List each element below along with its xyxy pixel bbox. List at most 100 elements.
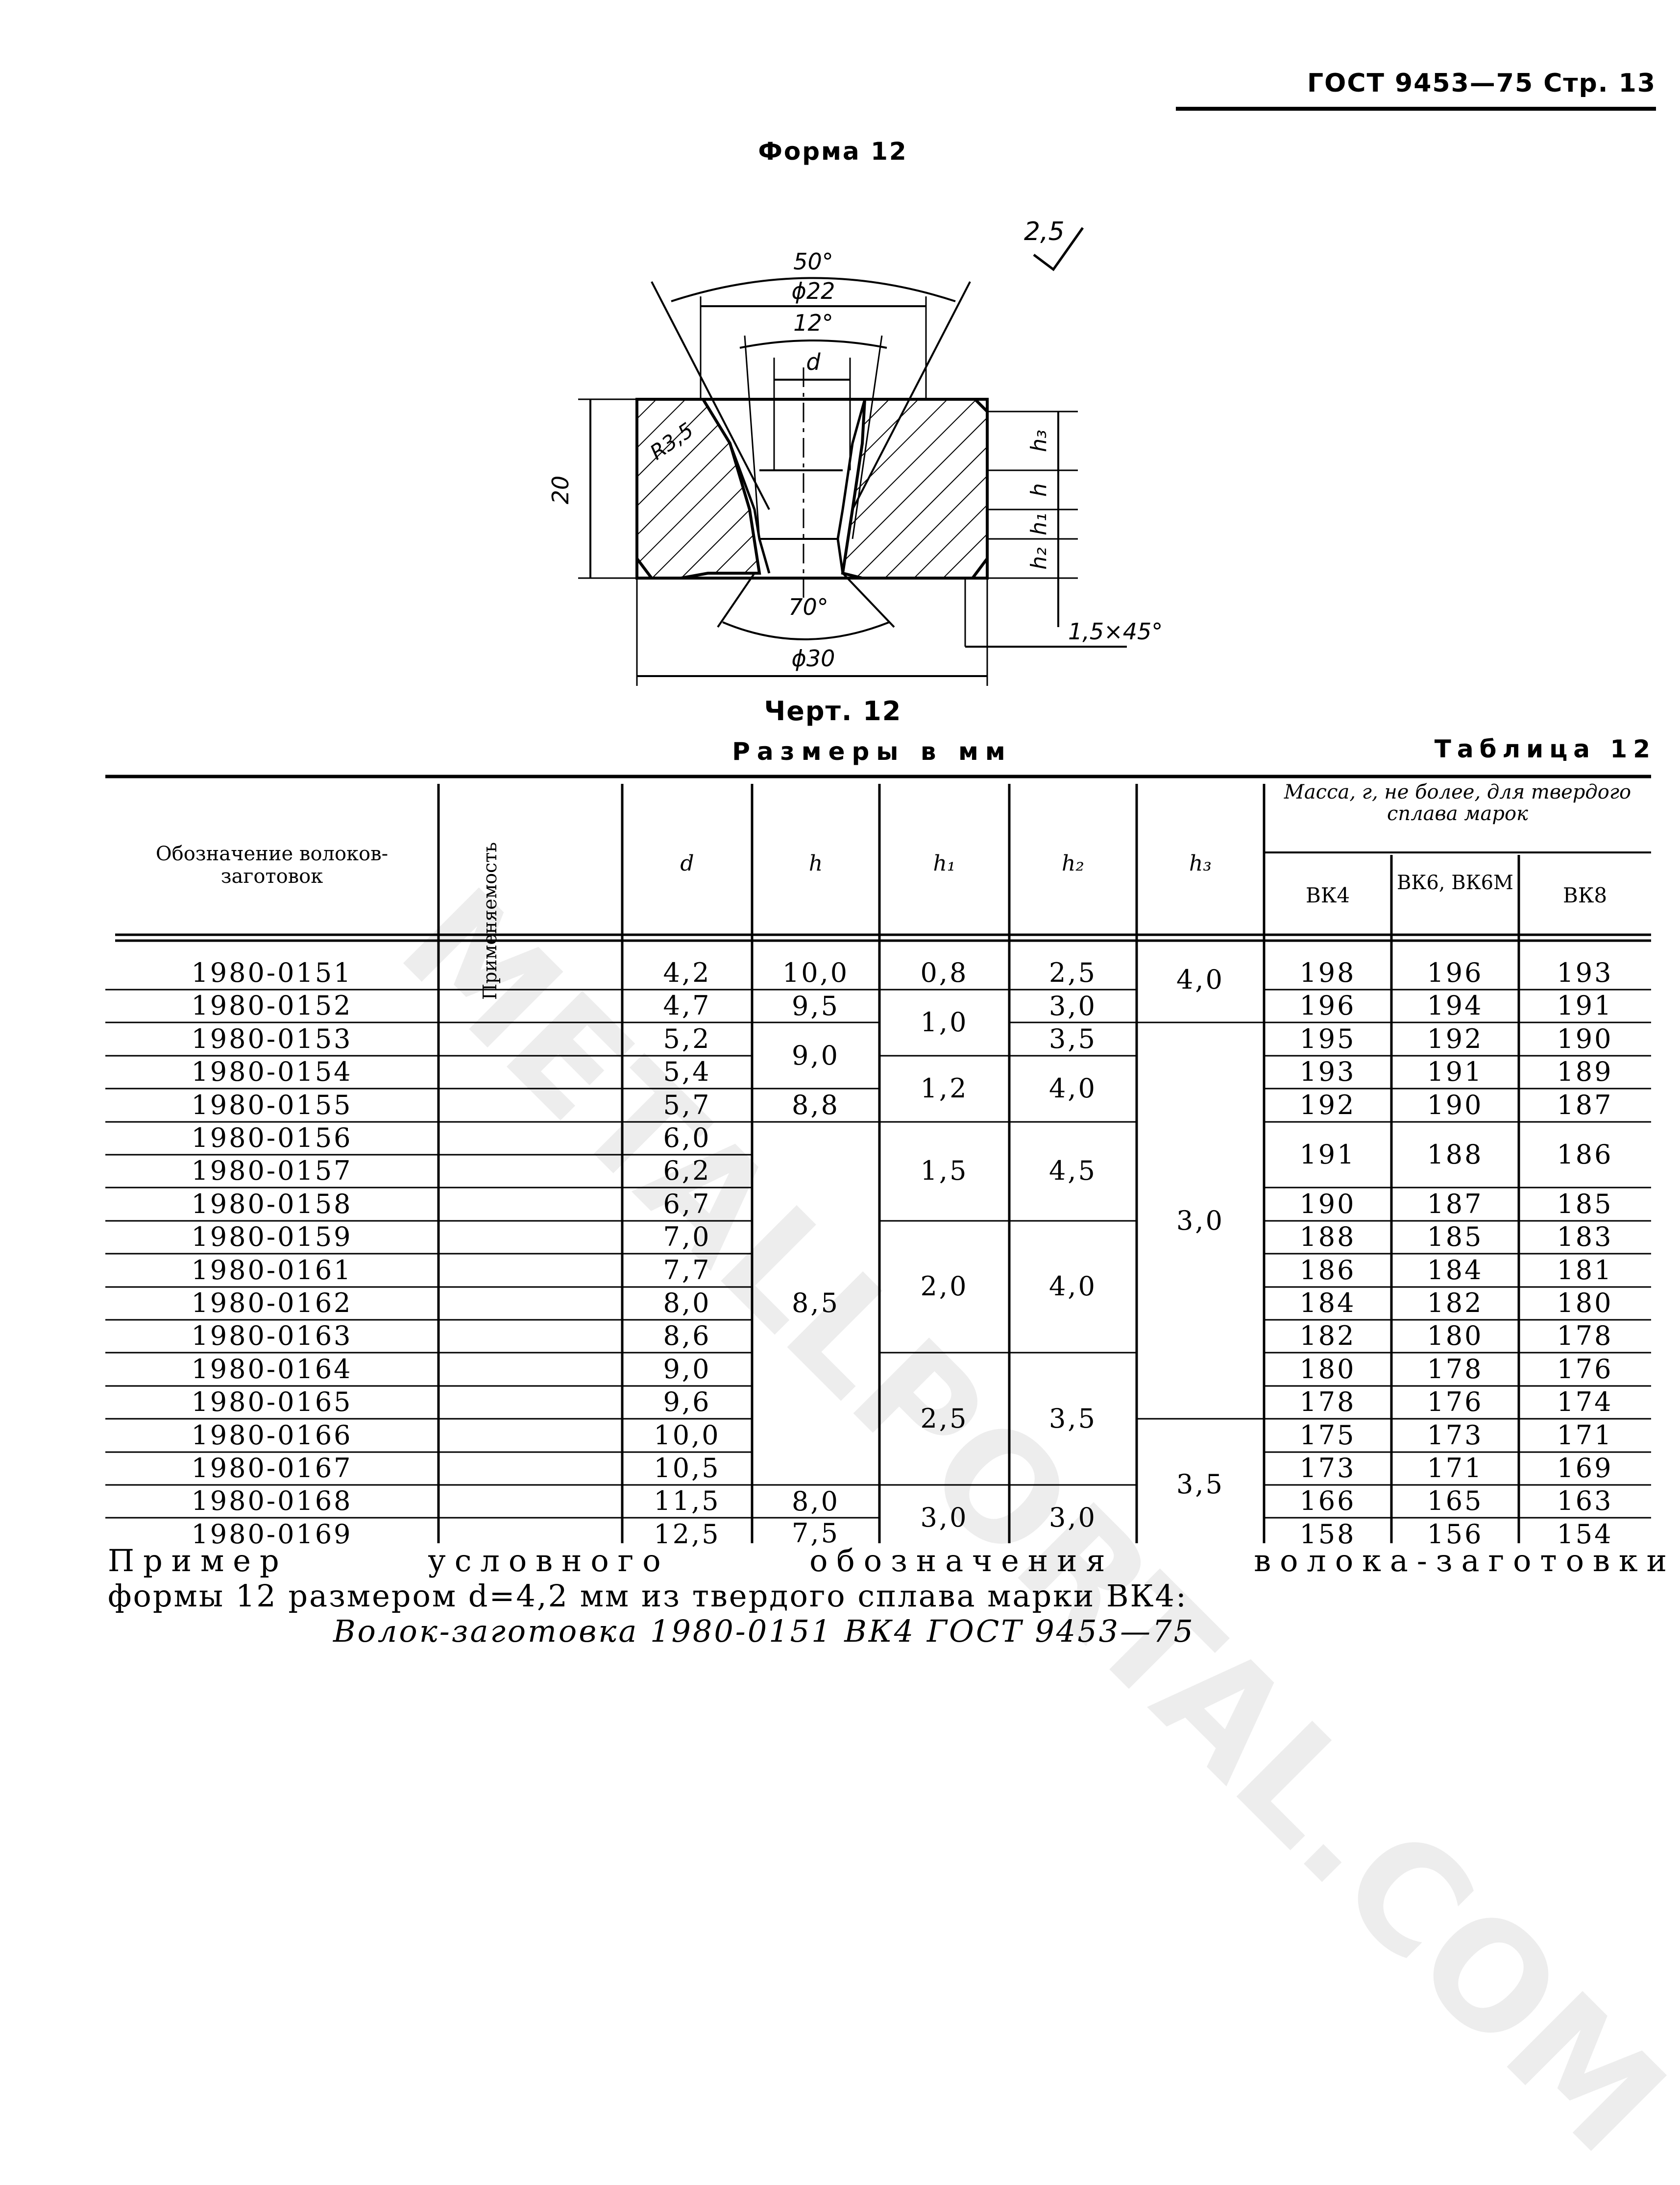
mass-vk4-cell: 196 bbox=[1299, 990, 1356, 1021]
mass-vk8-cell: 176 bbox=[1557, 1353, 1613, 1384]
mass-vk8-cell: 189 bbox=[1557, 1056, 1613, 1088]
h-cell: 7,5 bbox=[792, 1518, 840, 1549]
d-cell: 10,0 bbox=[654, 1419, 721, 1451]
mass-vk6-cell: 187 bbox=[1427, 1188, 1484, 1219]
h-cell: 8,8 bbox=[792, 1090, 840, 1120]
h-label: h bbox=[1026, 483, 1051, 497]
mass-vk6-cell: 188 bbox=[1427, 1139, 1484, 1170]
d-cell: 4,2 bbox=[663, 957, 711, 988]
col-mass: Масса, г, не более, для твердого сплава … bbox=[1284, 781, 1631, 825]
mass-vk6-cell: 191 bbox=[1427, 1056, 1484, 1088]
h-cell: 9,5 bbox=[792, 991, 840, 1021]
mass-vk8-cell: 186 bbox=[1557, 1139, 1613, 1170]
d-cell: 9,6 bbox=[663, 1386, 711, 1418]
mass-vk8-cell: 185 bbox=[1557, 1188, 1613, 1219]
h-cell: 8,0 bbox=[792, 1486, 840, 1517]
h2-label: h₂ bbox=[1026, 547, 1051, 570]
mass-vk4-cell: 182 bbox=[1299, 1320, 1356, 1352]
table-number: Таблица 12 bbox=[1434, 735, 1656, 763]
d-cell: 6,0 bbox=[663, 1122, 711, 1153]
h3-cell: 3,5 bbox=[1176, 1469, 1224, 1500]
example-line-1: Пример условного обозначения волока-заго… bbox=[108, 1543, 1676, 1578]
mass-vk4-cell: 186 bbox=[1299, 1254, 1356, 1286]
col-designation: Обозначение волоков-заготовок bbox=[155, 843, 389, 888]
designation-cell: 1980-0161 bbox=[191, 1254, 353, 1286]
d-cell: 8,6 bbox=[663, 1320, 711, 1352]
designation-cell: 1980-0162 bbox=[191, 1287, 353, 1318]
mass-vk6-cell: 182 bbox=[1427, 1287, 1484, 1318]
mass-vk6-cell: 192 bbox=[1427, 1023, 1484, 1054]
mass-vk6-cell: 194 bbox=[1427, 990, 1484, 1021]
h3-cell: 3,0 bbox=[1176, 1205, 1224, 1236]
designation-cell: 1980-0168 bbox=[191, 1485, 353, 1517]
dia-top-label: ϕ22 bbox=[792, 278, 835, 304]
designation-cell: 1980-0151 bbox=[191, 957, 353, 988]
d-cell: 11,5 bbox=[654, 1485, 721, 1517]
mass-vk4-cell: 180 bbox=[1299, 1353, 1356, 1384]
designation-cell: 1980-0165 bbox=[191, 1386, 353, 1418]
mass-vk6-cell: 173 bbox=[1427, 1419, 1484, 1451]
d-cell: 5,4 bbox=[663, 1056, 711, 1088]
d-cell: 4,7 bbox=[663, 990, 711, 1021]
mass-vk4-cell: 166 bbox=[1299, 1485, 1356, 1517]
units-note: Размеры в мм bbox=[732, 737, 1012, 766]
d-cell: 5,2 bbox=[663, 1023, 711, 1054]
technical-drawing: 50° ϕ22 12° d R3,5 20 h₃ h h₁ h₂ 70° 1,5… bbox=[547, 217, 1163, 686]
angle-inner-label: 12° bbox=[793, 310, 833, 336]
col-d: d bbox=[680, 851, 694, 876]
form-title: Форма 12 bbox=[758, 137, 908, 166]
h2-cell: 3,5 bbox=[1049, 1403, 1097, 1434]
example-line-3: Волок-заготовка 1980-0151 ВК4 ГОСТ 9453—… bbox=[333, 1613, 1195, 1649]
designation-cell: 1980-0163 bbox=[191, 1320, 353, 1352]
mass-vk6-cell: 185 bbox=[1427, 1221, 1484, 1253]
mass-vk8-cell: 180 bbox=[1557, 1287, 1613, 1318]
mass-vk6-cell: 190 bbox=[1427, 1089, 1484, 1120]
mass-vk4-cell: 184 bbox=[1299, 1287, 1356, 1318]
d-cell: 5,7 bbox=[663, 1089, 711, 1120]
col-vk8: ВК8 bbox=[1562, 883, 1607, 907]
h1-label: h₁ bbox=[1026, 513, 1051, 535]
d-cell: 7,0 bbox=[663, 1221, 711, 1253]
mass-vk6-cell: 180 bbox=[1427, 1320, 1484, 1352]
designation-cell: 1980-0156 bbox=[191, 1122, 353, 1153]
mass-vk8-cell: 193 bbox=[1557, 957, 1613, 988]
right-section bbox=[841, 398, 989, 580]
d-cell: 6,2 bbox=[663, 1155, 711, 1187]
designation-cell: 1980-0167 bbox=[191, 1453, 353, 1483]
d-cell: 7,7 bbox=[663, 1254, 711, 1286]
d-label: d bbox=[806, 349, 821, 375]
mass-vk8-cell: 178 bbox=[1557, 1320, 1613, 1352]
mass-vk6-cell: 171 bbox=[1427, 1453, 1484, 1483]
mass-vk8-cell: 154 bbox=[1557, 1518, 1613, 1550]
h1-cell: 3,0 bbox=[920, 1502, 969, 1533]
angle-bottom-label: 70° bbox=[788, 594, 828, 620]
col-h: h bbox=[808, 851, 823, 876]
designation-cell: 1980-0166 bbox=[191, 1419, 353, 1451]
mass-vk4-cell: 178 bbox=[1299, 1386, 1356, 1418]
mass-vk8-cell: 174 bbox=[1557, 1386, 1613, 1418]
header-rule bbox=[1176, 107, 1656, 111]
drawing-caption: Черт. 12 bbox=[764, 696, 902, 727]
designation-cell: 1980-0164 bbox=[191, 1353, 353, 1384]
designation-cell: 1980-0155 bbox=[191, 1089, 353, 1120]
col-vk4: ВК4 bbox=[1305, 883, 1350, 907]
mass-vk6-cell: 165 bbox=[1427, 1485, 1484, 1517]
d-cell: 12,5 bbox=[654, 1518, 721, 1550]
h2-cell: 2,5 bbox=[1049, 957, 1097, 988]
h-cell: 8,5 bbox=[792, 1287, 840, 1318]
designation-cell: 1980-0169 bbox=[191, 1518, 353, 1550]
designation-cell: 1980-0157 bbox=[191, 1155, 353, 1187]
page-header: ГОСТ 9453—75 Стр. 13 bbox=[1307, 69, 1656, 98]
mass-vk4-cell: 191 bbox=[1299, 1139, 1356, 1170]
col-h3: h₃ bbox=[1189, 851, 1212, 876]
example-line-2: формы 12 размером d=4,2 мм из твердого с… bbox=[108, 1578, 1188, 1614]
d-cell: 8,0 bbox=[663, 1287, 711, 1318]
mass-vk6-cell: 184 bbox=[1427, 1254, 1484, 1286]
mass-vk4-cell: 173 bbox=[1299, 1453, 1356, 1483]
mass-vk8-cell: 181 bbox=[1557, 1254, 1613, 1286]
mass-vk4-cell: 198 bbox=[1299, 957, 1356, 988]
height-label: 20 bbox=[547, 476, 574, 505]
h2-cell: 3,0 bbox=[1049, 1502, 1097, 1533]
mass-vk8-cell: 191 bbox=[1557, 990, 1613, 1021]
chamfer-label: 1,5×45° bbox=[1068, 618, 1163, 645]
